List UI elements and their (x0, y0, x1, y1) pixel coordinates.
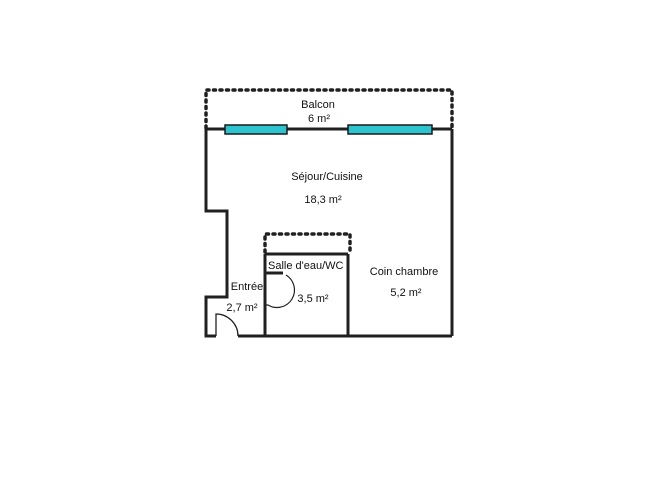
balcon-area: 6 m² (308, 113, 330, 125)
window-left (224, 124, 288, 135)
sejour-name: Séjour/Cuisine (291, 171, 363, 183)
bathroom-door-arc (265, 274, 296, 309)
balcony-outline (204, 88, 454, 130)
entree-area: 2,7 m² (226, 302, 258, 314)
salle-area: 3,5 m² (297, 293, 329, 305)
window-right (347, 124, 433, 135)
coin-area: 5,2 m² (390, 287, 422, 299)
entrance-door-arc (215, 313, 239, 337)
bathroom-dotted-outline (263, 232, 352, 254)
interior-walls (263, 252, 350, 336)
entree-name: Entrée (231, 281, 263, 293)
balcon-name: Balcon (301, 99, 335, 111)
coin-name: Coin chambre (370, 266, 438, 278)
sejour-area: 18,3 m² (304, 194, 342, 206)
salle-name: Salle d'eau/WC (268, 260, 344, 272)
